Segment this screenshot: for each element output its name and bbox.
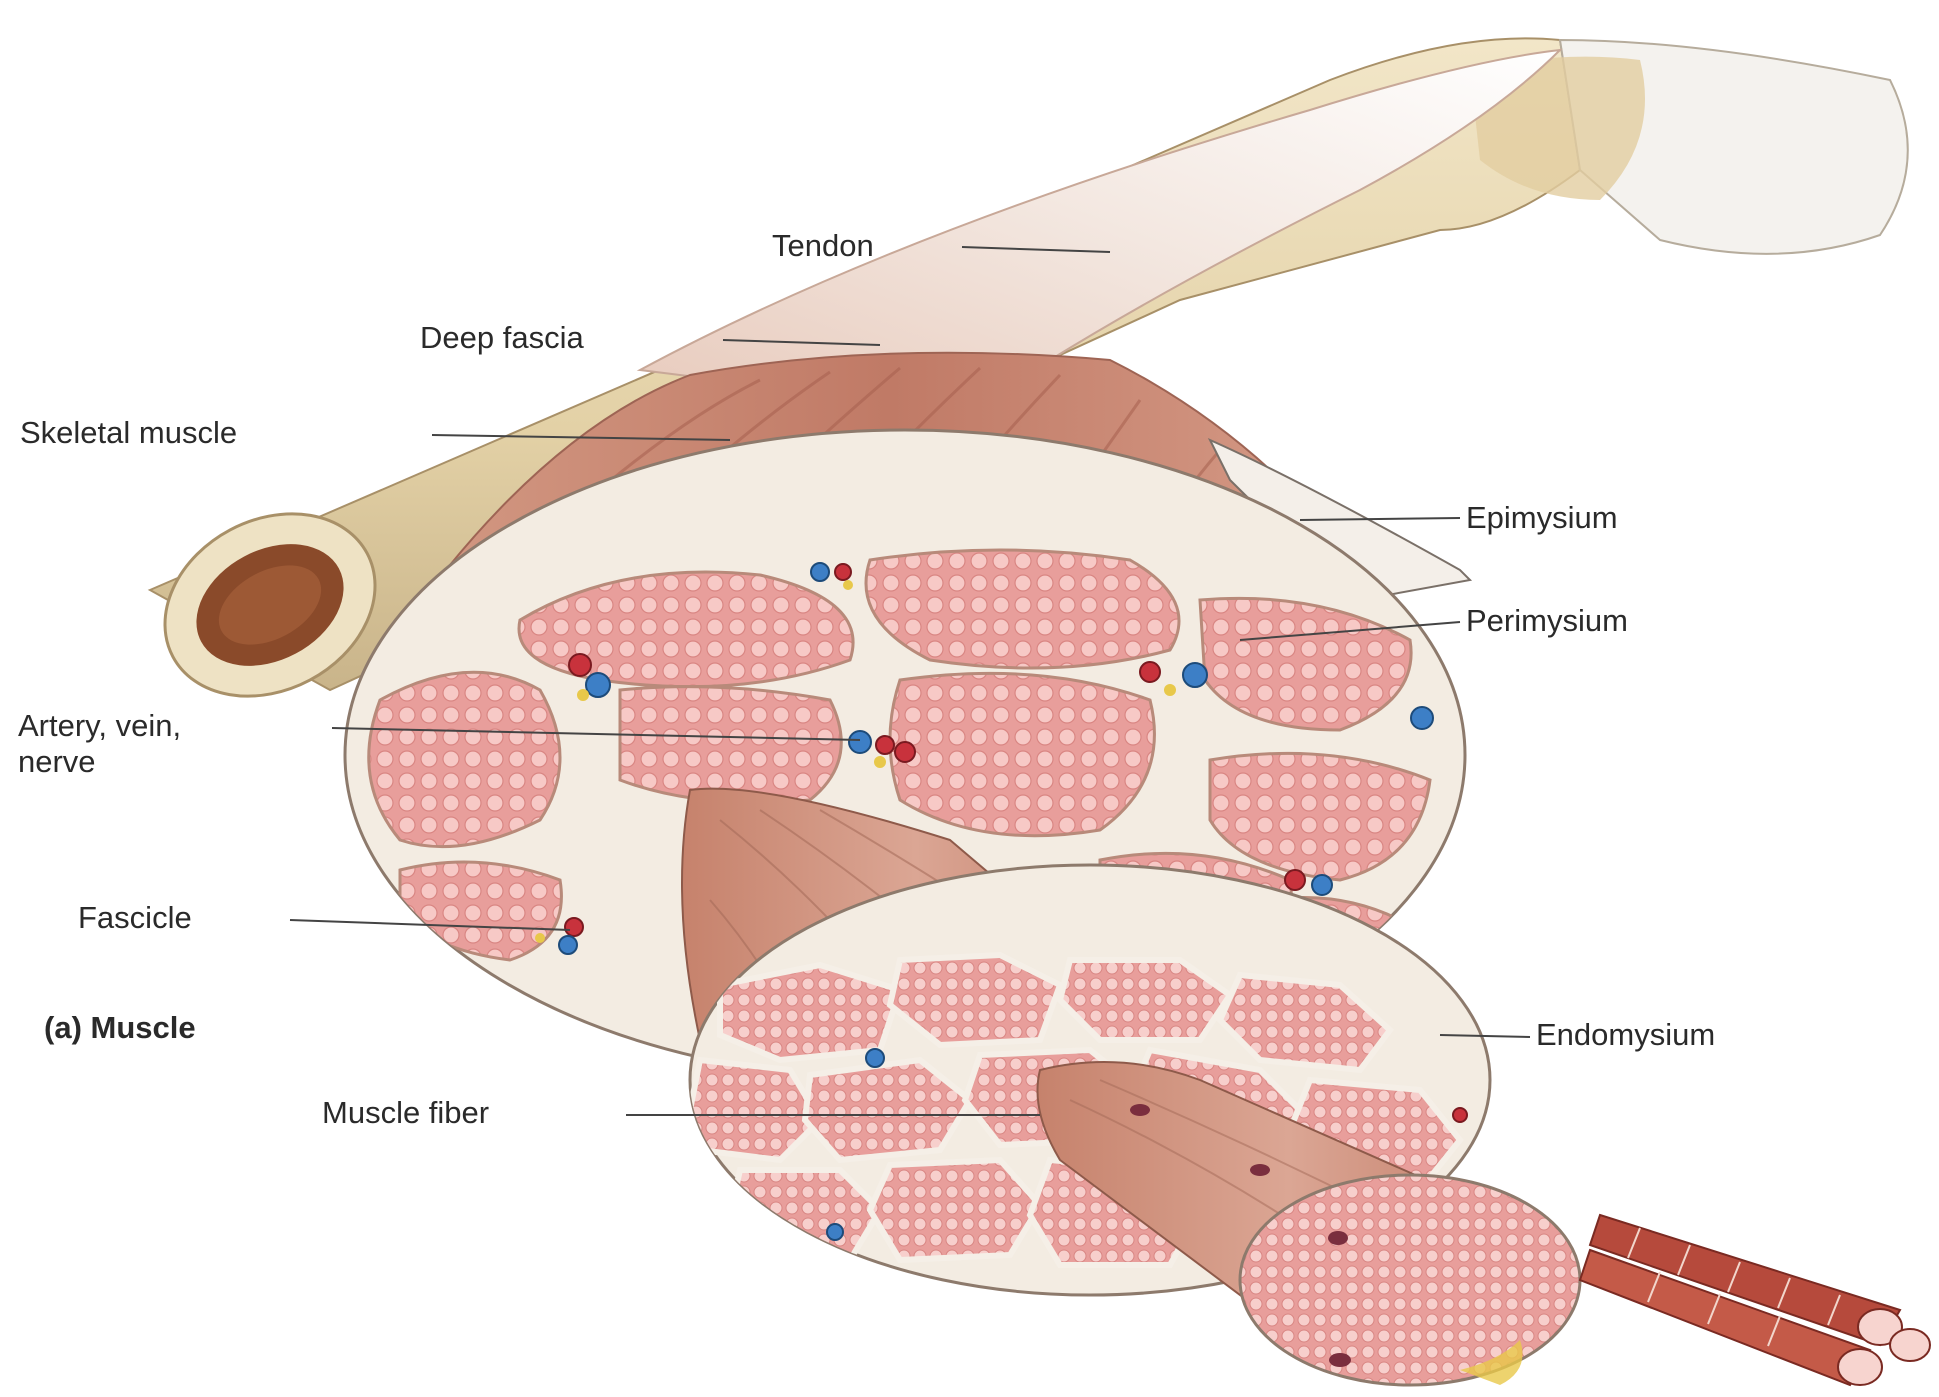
label-endomysium: Endomysium — [1536, 1017, 1715, 1053]
label-epimysium: Epimysium — [1466, 500, 1618, 536]
fiber-nucleus — [1250, 1164, 1270, 1176]
label-tendon: Tendon — [772, 228, 874, 264]
myofibrils — [1580, 1215, 1930, 1385]
label-skeletal-muscle: Skeletal muscle — [20, 415, 237, 451]
fiber-nucleus — [1130, 1104, 1150, 1116]
fascicle — [620, 687, 841, 803]
muscle-fiber-cross-section — [1240, 1175, 1580, 1385]
fascicle — [400, 862, 561, 960]
label-deep-fascia: Deep fascia — [420, 320, 584, 356]
label-muscle-fiber: Muscle fiber — [322, 1095, 489, 1131]
label-artery-vein-nerve: Artery, vein, nerve — [18, 708, 181, 779]
label-fascicle: Fascicle — [78, 900, 192, 936]
fascicle — [866, 550, 1179, 668]
fascicle — [369, 672, 560, 846]
label-perimysium: Perimysium — [1466, 603, 1628, 639]
fascicle — [890, 673, 1154, 835]
figure-caption: (a) Muscle — [44, 1010, 196, 1046]
